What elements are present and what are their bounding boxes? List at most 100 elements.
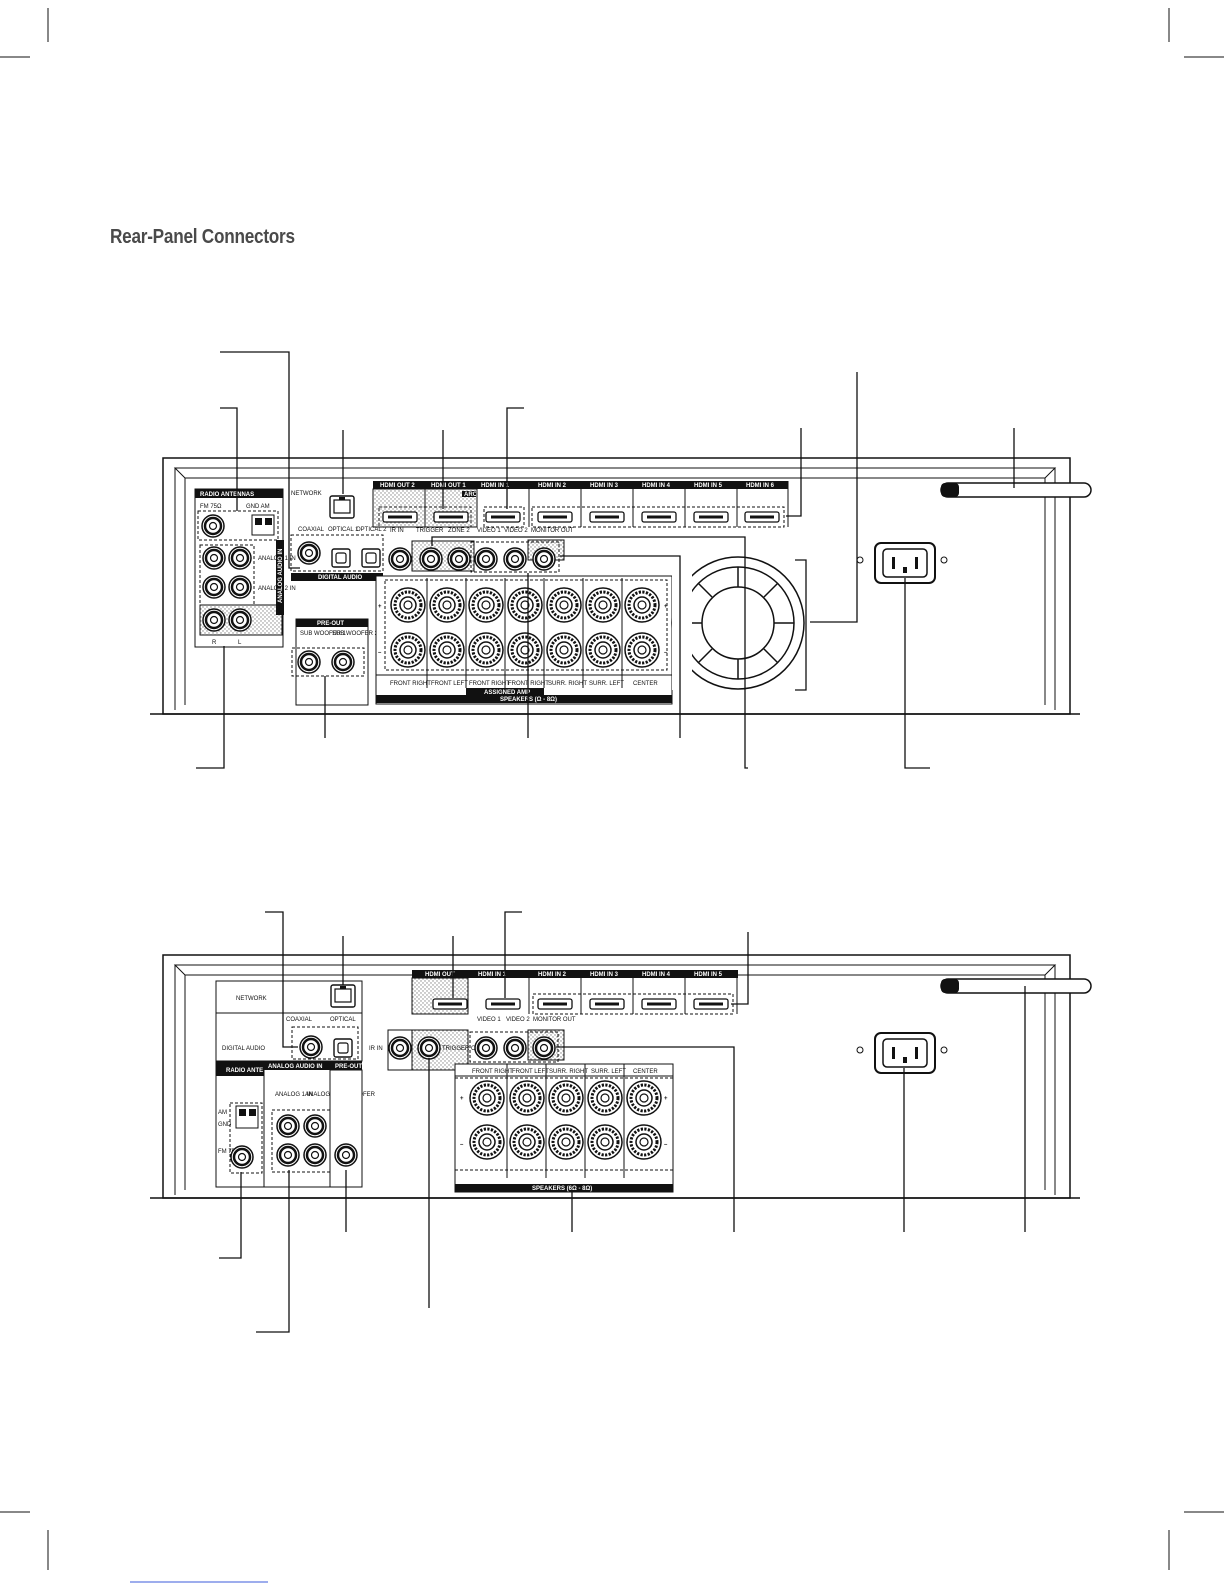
hdmi-label: HDMI IN 6 <box>746 483 775 489</box>
coaxial-jack[interactable] <box>298 1034 324 1060</box>
analog-audio-in-label: ANALOG AUDIO IN <box>268 1064 322 1070</box>
video1-jack[interactable] <box>473 546 499 572</box>
l-label: L <box>238 640 242 646</box>
speaker-terminal[interactable] <box>584 586 622 624</box>
network-port[interactable] <box>330 984 356 1008</box>
fm-antenna-jack[interactable] <box>200 513 226 539</box>
analog1-l-jack[interactable] <box>227 545 253 571</box>
speaker-terminal[interactable] <box>389 586 427 624</box>
speaker-terminal[interactable] <box>508 1079 546 1117</box>
video2-jack[interactable] <box>502 1035 528 1061</box>
speaker-terminal[interactable] <box>508 1123 546 1161</box>
speaker-col-label: FRONT RIGHT <box>472 1069 513 1075</box>
speaker-terminal[interactable] <box>623 586 661 624</box>
receiver-panel-7ch: RADIO ANTENNAS FM 75Ω GND AM ANALOG 1 IN… <box>150 351 1092 769</box>
hdmi-in3-port[interactable] <box>589 998 625 1010</box>
hdmi-label: HDMI IN 4 <box>642 483 671 489</box>
speaker-terminal[interactable] <box>428 586 466 624</box>
monitor-out-label: MONITOR OUT <box>533 1017 576 1023</box>
fm-antenna-jack[interactable] <box>229 1144 255 1170</box>
analog2-l-jack[interactable] <box>227 574 253 600</box>
hdmi-in3-port[interactable] <box>589 511 625 523</box>
analog1-r-jack[interactable] <box>275 1113 301 1139</box>
analog2-r-jack[interactable] <box>302 1113 328 1139</box>
analog1-l-jack[interactable] <box>275 1142 301 1168</box>
speaker-terminal[interactable] <box>468 1079 506 1117</box>
speaker-terminal[interactable] <box>547 1123 585 1161</box>
sub2-jack[interactable] <box>330 649 356 675</box>
speaker-terminal[interactable] <box>586 1123 624 1161</box>
speaker-terminal[interactable] <box>468 1123 506 1161</box>
am-label: AM <box>218 1110 227 1116</box>
analog-audio-in-label: ANALOG AUDIO IN <box>278 549 284 603</box>
video1-jack[interactable] <box>473 1035 499 1061</box>
radio-antennas-label: RADIO ANTENNAS <box>200 492 254 498</box>
analog2-l-jack[interactable] <box>302 1142 328 1168</box>
monitor-out-jack[interactable] <box>531 546 557 572</box>
hdmi-in2-port[interactable] <box>537 511 573 523</box>
ir-in-jack[interactable] <box>387 546 413 572</box>
coaxial-jack[interactable] <box>296 540 322 566</box>
hdmi-in5-port[interactable] <box>693 511 729 523</box>
analog2-r-jack[interactable] <box>201 574 227 600</box>
ac-power-inlet[interactable] <box>874 1032 936 1074</box>
speaker-terminal[interactable] <box>506 586 544 624</box>
analog1-label: ANALOG 1 IN <box>275 1092 313 1098</box>
speaker-terminal[interactable] <box>584 631 622 669</box>
monitor-out-jack[interactable] <box>531 1035 557 1061</box>
hdmi-out1-port[interactable] <box>433 511 469 523</box>
pre-out-label: PRE-OUT <box>317 621 344 627</box>
hdmi-label: HDMI IN 2 <box>538 972 567 978</box>
trigger-out-jack[interactable] <box>416 1035 442 1061</box>
hdmi-in1-port[interactable] <box>485 511 521 523</box>
optical-label: OPTICAL <box>330 1017 356 1023</box>
speaker-terminal[interactable] <box>467 586 505 624</box>
speaker-terminal[interactable] <box>625 1079 663 1117</box>
zone2-l-jack[interactable] <box>227 607 253 633</box>
hdmi-in1-port[interactable] <box>485 998 521 1010</box>
sub1-jack[interactable] <box>296 649 322 675</box>
optical1-label: OPTICAL 1 <box>328 527 359 533</box>
speakers-label: SPEAKERS (6Ω - 8Ω) <box>532 1186 592 1192</box>
speaker-col-label: SURR. RIGHT <box>548 681 587 687</box>
optical-port[interactable] <box>333 1038 353 1058</box>
callout-lines-bottom <box>219 911 1026 1333</box>
speaker-terminal[interactable] <box>547 1079 585 1117</box>
speaker-terminal[interactable] <box>389 631 427 669</box>
zone2-out-jack[interactable] <box>446 546 472 572</box>
speaker-col-label: FRONT RIGHT <box>390 681 431 687</box>
hdmi-in5-port[interactable] <box>693 998 729 1010</box>
hdmi-out2-port[interactable] <box>382 511 418 523</box>
optical2-port[interactable] <box>361 548 381 568</box>
speaker-col-label: CENTER <box>633 681 658 687</box>
zone2-out-label: ZONE 2 <box>448 528 470 534</box>
gnd-label: GND <box>218 1122 232 1128</box>
trigger-jack[interactable] <box>418 546 444 572</box>
speaker-terminal[interactable] <box>506 631 544 669</box>
hdmi-label: HDMI OUT <box>425 972 455 978</box>
speaker-terminal[interactable] <box>467 631 505 669</box>
speaker-terminal[interactable] <box>545 586 583 624</box>
hdmi-in4-port[interactable] <box>641 511 677 523</box>
speaker-terminal[interactable] <box>625 1123 663 1161</box>
video2-jack[interactable] <box>502 546 528 572</box>
hdmi-in4-port[interactable] <box>641 998 677 1010</box>
speaker-terminal[interactable] <box>545 631 583 669</box>
hdmi-in6-port[interactable] <box>744 511 780 523</box>
speaker-terminal[interactable] <box>586 1079 624 1117</box>
speaker-terminal[interactable] <box>428 631 466 669</box>
speaker-terminal[interactable] <box>623 631 661 669</box>
plus-label: + <box>460 1096 464 1102</box>
plus-label-right: + <box>664 1096 668 1102</box>
analog1-r-jack[interactable] <box>201 545 227 571</box>
optical1-port[interactable] <box>331 548 351 568</box>
hdmi-in2-port[interactable] <box>537 998 573 1010</box>
zone2-r-jack[interactable] <box>201 607 227 633</box>
network-port[interactable] <box>329 495 355 519</box>
sub-jack[interactable] <box>333 1142 359 1168</box>
ac-power-inlet[interactable] <box>874 542 936 584</box>
ir-in-label: IR IN <box>369 1046 383 1052</box>
speaker-col-label: CENTER <box>633 1069 658 1075</box>
ir-in-jack[interactable] <box>387 1035 413 1061</box>
hdmi-out-port[interactable] <box>432 998 468 1010</box>
